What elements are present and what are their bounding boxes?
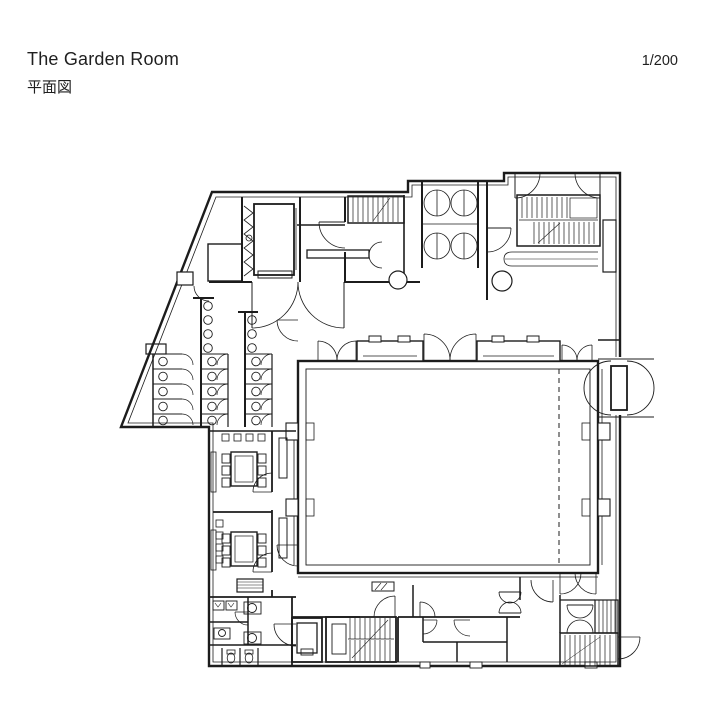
hall-north-alcoves <box>356 335 561 362</box>
meeting-rooms-west <box>210 431 288 597</box>
double-swing-doors-north <box>423 189 478 260</box>
stairs-northeast <box>516 194 601 247</box>
restrooms-west <box>145 297 296 432</box>
south-rooms <box>397 617 598 669</box>
double-door-northwest <box>251 281 345 329</box>
main-hall <box>285 359 611 578</box>
stairs-north <box>347 195 405 224</box>
hall-north-doors <box>317 333 593 361</box>
restrooms-southwest <box>209 578 297 666</box>
vestibule-east <box>583 357 655 418</box>
hall-south-doors <box>559 572 597 595</box>
stairs-southeast <box>498 577 641 667</box>
vestibule-north <box>421 181 479 268</box>
northeast-block <box>388 172 620 341</box>
elevator-south <box>291 617 323 663</box>
building-outline <box>119 171 622 668</box>
page-title: The Garden Room <box>27 49 180 69</box>
stairs-south <box>325 616 397 663</box>
meeting-table-1 <box>221 451 267 488</box>
four-leaf-door-east <box>583 360 655 416</box>
elevator-northwest <box>243 203 297 279</box>
page-subtitle: 平面図 <box>27 79 73 96</box>
scale-label: 1/200 <box>641 53 678 69</box>
double-swing-door-south-a <box>498 591 522 614</box>
double-swing-door-south-b <box>566 604 594 634</box>
meeting-table-2 <box>221 531 267 568</box>
